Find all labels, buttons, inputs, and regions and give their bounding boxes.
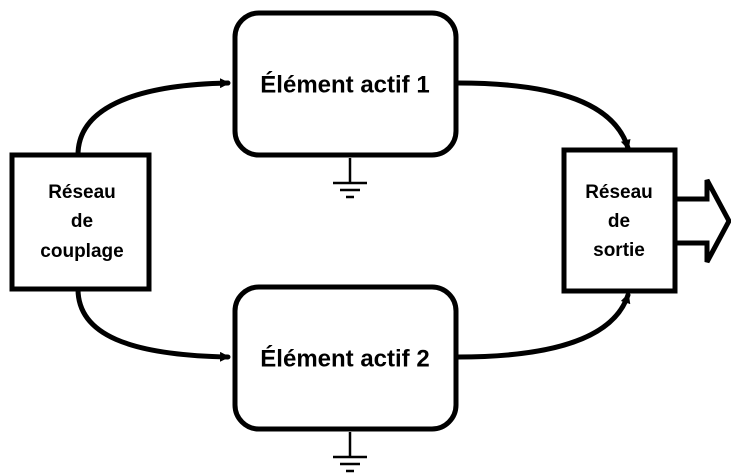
coupling-network-label-line-3: couplage xyxy=(40,241,123,262)
active-element-2-box xyxy=(232,284,459,432)
active-element-1-box xyxy=(232,10,459,158)
element1-to-output-arrow xyxy=(455,80,631,151)
active-element-2-label: Élément actif 2 xyxy=(260,344,429,372)
coupling-to-element2-arrow xyxy=(75,286,231,362)
output-network-box xyxy=(561,147,678,294)
ground-1-icon xyxy=(333,158,367,199)
coupling-to-element1-arrow xyxy=(75,78,231,158)
coupling-network-box xyxy=(9,152,152,292)
element2-to-output-arrow xyxy=(455,292,631,360)
active-element-1-label: Élément actif 1 xyxy=(260,70,429,98)
ground-2-icon xyxy=(333,432,367,473)
output-arrow-icon xyxy=(672,178,731,264)
output-network-label-line-1: Réseau xyxy=(585,182,653,203)
output-network-label-line-2: de xyxy=(608,211,630,232)
output-network-label-line-3: sortie xyxy=(593,240,645,261)
coupling-network-label-line-2: de xyxy=(71,211,93,232)
coupling-network-label-line-1: Réseau xyxy=(48,182,116,203)
